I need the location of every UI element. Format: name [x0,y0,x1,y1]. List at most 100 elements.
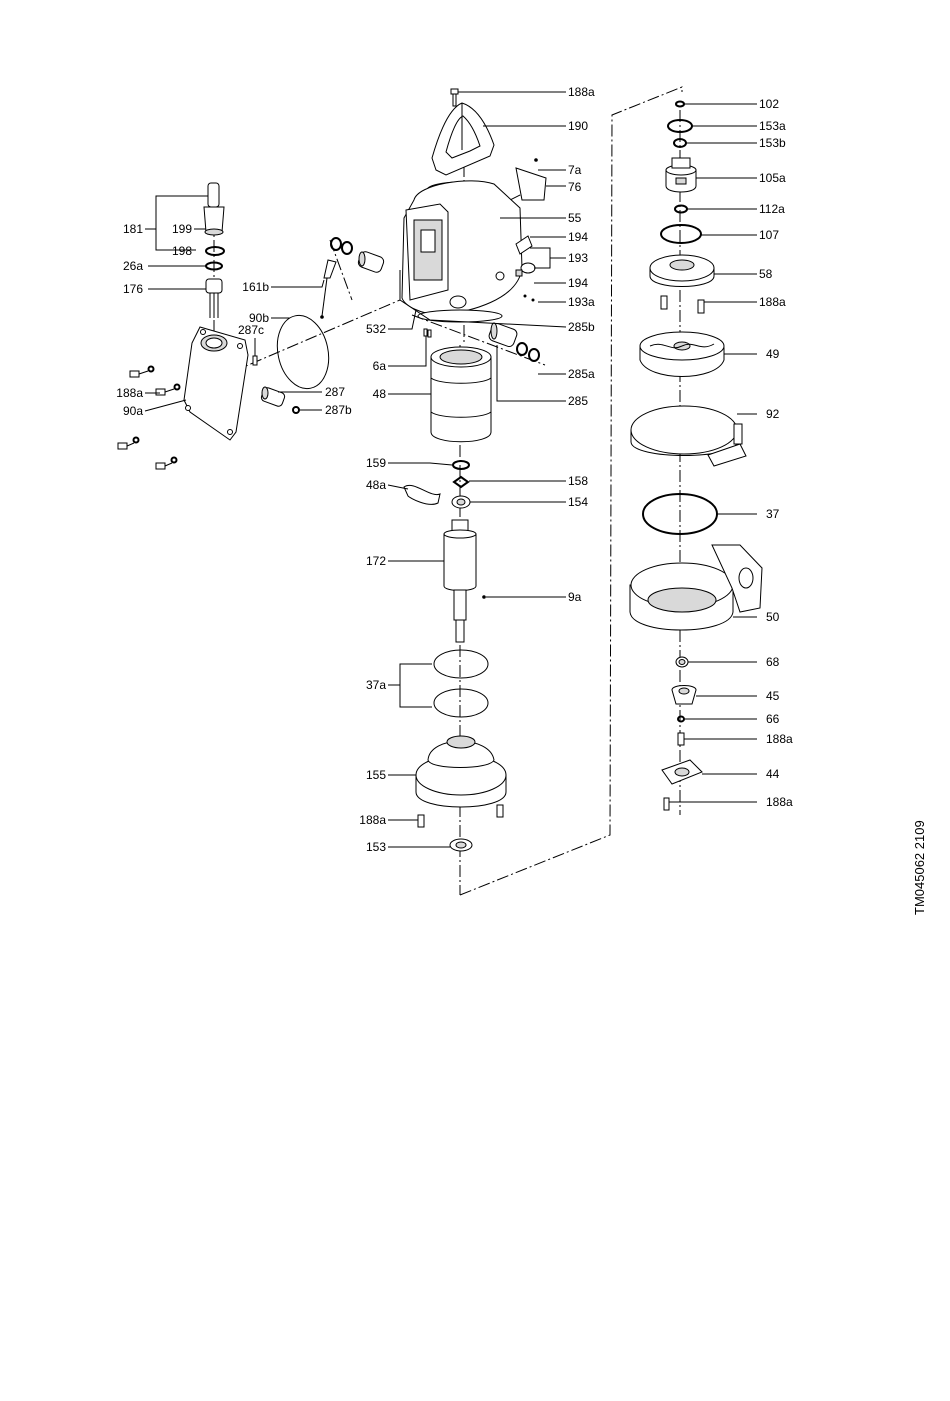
label-45: 45 [766,689,780,703]
label-193: 193 [568,251,588,265]
label-44: 44 [766,767,780,781]
plate-part-44 [662,760,702,784]
flange-part-155 [416,736,506,807]
label-188a-left: 188a [116,386,143,400]
screws-part-188a-r1 [661,296,704,313]
oring-part-37a-2 [434,689,488,717]
nut-part-68 [676,657,688,667]
oring-part-37a-1 [434,650,488,678]
document-code: TM045062 2109 [912,820,927,915]
clamp-part-92 [631,406,746,466]
label-37a: 37a [366,678,386,692]
label-153: 153 [366,840,386,854]
housing-part-55 [402,181,522,322]
label-188a-r2: 188a [766,732,793,746]
label-193a: 193a [568,295,595,309]
flange-part-58 [650,255,714,287]
bearing-part-154 [452,496,470,508]
oring-part-90b [271,311,335,394]
bearing-part-153 [450,839,472,851]
label-199: 199 [172,222,192,236]
label-176: 176 [123,282,143,296]
sensor-part-161b [320,260,336,319]
screw-top-188a [451,89,458,106]
cable-entry-part-181 [204,183,224,235]
rotor-part-172 [444,520,476,642]
label-188a-r1: 188a [759,295,786,309]
washer-part-66 [678,717,684,722]
label-159: 159 [366,456,386,470]
cover-part-90a [184,327,248,440]
oring-part-285a-1 [517,343,527,355]
stator-part-48 [431,347,491,442]
screw-part-7a [534,158,538,162]
label-287c: 287c [238,323,264,337]
label-76: 76 [568,180,582,194]
label-26a: 26a [123,259,143,273]
ring-part-193a-1 [524,295,527,298]
label-112a: 112a [759,202,785,216]
ring-part-193a-2 [532,299,535,302]
part-45 [672,686,696,705]
ring-part-102 [676,102,684,107]
label-153b: 153b [759,136,786,150]
label-285b: 285b [568,320,595,334]
handle-part-190 [432,103,494,175]
ring-part-158 [454,477,468,487]
ring-part-287b [293,407,299,413]
ring-part-107 [661,225,701,243]
label-9a: 9a [568,590,582,604]
pin-part-6a [424,329,431,337]
sleeve-part-285 [488,322,519,348]
label-58: 58 [759,267,773,281]
label-102: 102 [759,97,779,111]
label-7a: 7a [568,163,582,177]
label-194-a: 194 [568,230,588,244]
oring-small-2 [342,242,352,254]
label-50: 50 [766,610,780,624]
label-37: 37 [766,507,780,521]
label-188a-top: 188a [568,85,595,99]
ring-part-198 [206,247,224,255]
label-55: 55 [568,211,582,225]
ring-part-112a [675,206,687,213]
label-190: 190 [568,119,588,133]
label-194-b: 194 [568,276,588,290]
label-68: 68 [766,655,780,669]
label-287b: 287b [325,403,352,417]
label-105a: 105a [759,171,786,185]
impeller-part-49 [640,332,724,377]
label-48a: 48a [366,478,386,492]
label-287: 287 [325,385,345,399]
key-part-9a [482,595,486,599]
screw-part-188a-r3 [664,798,669,810]
seal-part-105a [666,158,696,192]
label-188a-r3: 188a [766,795,793,809]
label-48: 48 [373,387,387,401]
label-188a-bottom: 188a [359,813,386,827]
label-92: 92 [766,407,780,421]
label-153a: 153a [759,119,786,133]
label-161b: 161b [242,280,269,294]
label-155: 155 [366,768,386,782]
label-49: 49 [766,347,780,361]
label-158: 158 [568,474,588,488]
label-198: 198 [172,244,192,258]
sleeve-part-285b [357,250,385,273]
label-181: 181 [123,222,143,236]
screw-part-188a-r2 [678,733,684,745]
label-6a: 6a [373,359,387,373]
label-285a: 285a [568,367,595,381]
oring-small-1 [331,238,341,250]
plug-part-287 [260,387,285,408]
plate-part-76 [516,168,546,200]
label-285: 285 [568,394,588,408]
label-107: 107 [759,228,779,242]
label-66: 66 [766,712,780,726]
label-154: 154 [568,495,588,509]
clip-part-48a [404,485,440,504]
label-532: 532 [366,322,386,336]
label-172: 172 [366,554,386,568]
label-90a: 90a [123,404,143,418]
